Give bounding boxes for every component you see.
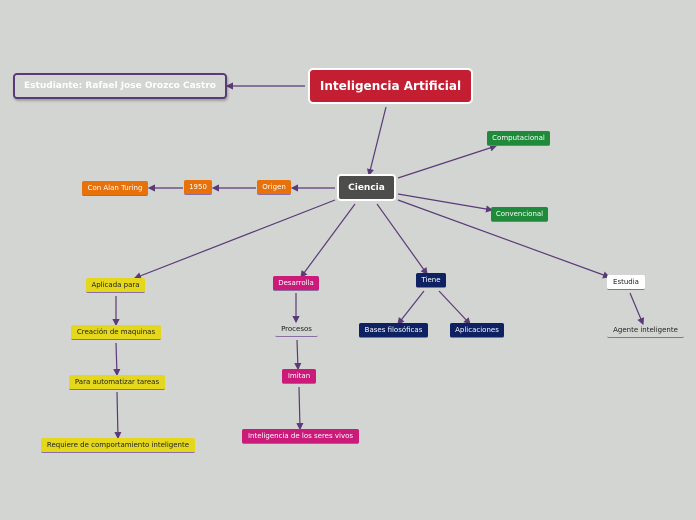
node-aplicada-para[interactable]: Aplicada para [86,278,145,293]
node-creacion-maquinas[interactable]: Creación de maquinas [71,325,161,340]
node-convencional[interactable]: Convencional [491,207,548,222]
node-origen[interactable]: Origen [257,180,291,195]
node-procesos[interactable]: Procesos [275,322,318,337]
connector-arrow [133,199,336,280]
connector-arrow [397,144,498,179]
node-automatizar-tareas[interactable]: Para automatizar tareas [69,375,165,390]
node-aplicaciones[interactable]: Aplicaciones [450,323,504,338]
connector-arrow [113,342,121,377]
node-student[interactable]: Estudiante: Rafael Jose Orozco Castro [13,73,227,99]
node-ciencia[interactable]: Ciencia [337,174,396,201]
connector-arrow [366,106,387,177]
connector-arrow [397,199,611,279]
node-1950[interactable]: 1950 [184,180,212,195]
node-alan-turing[interactable]: Con Alan Turing [82,181,148,196]
node-seres-vivos[interactable]: Inteligencia de los seres vivos [242,429,359,444]
connector-arrow [296,386,304,431]
connector-arrow [114,391,122,440]
connector-arrow [300,203,356,278]
node-inteligencia-artificial[interactable]: Inteligencia Artificial [308,68,473,104]
connector-arrow [376,203,428,275]
node-imitan[interactable]: Imitan [282,369,316,384]
node-comportamiento-inteligente[interactable]: Requiere de comportamiento inteligente [41,438,195,453]
node-tiene[interactable]: Tiene [416,273,446,288]
node-desarrolla[interactable]: Desarrolla [273,276,319,291]
node-computacional[interactable]: Computacional [487,131,550,146]
node-agente-inteligente[interactable]: Agente inteligente [607,323,684,338]
connector-arrow [438,290,471,325]
node-bases-filosoficas[interactable]: Bases filosóficas [359,323,428,338]
connector-arrow [629,292,644,326]
connector-arrow [397,290,425,325]
node-estudia[interactable]: Estudia [607,275,645,290]
connector-arrow [397,193,494,213]
connector-arrow [294,339,302,371]
